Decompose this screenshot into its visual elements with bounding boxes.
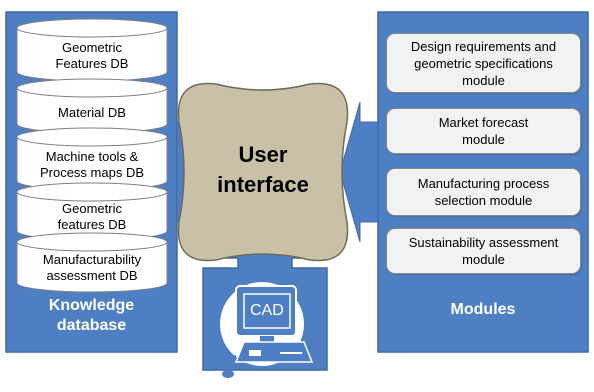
- db-cylinder: [16, 232, 168, 293]
- db-label-material: Material DB: [58, 105, 126, 120]
- db-cylinder: [16, 127, 168, 191]
- db-cylinder: [16, 182, 168, 241]
- computer-cad-icon: [220, 282, 314, 378]
- db-cylinder: [16, 78, 168, 134]
- user-interface-shape: [177, 82, 349, 262]
- db-label-machine-tools: Machine tools &Process maps DB: [39, 149, 145, 180]
- db-cylinder: [16, 18, 168, 82]
- modules-title: Modules: [450, 301, 516, 318]
- right-arrow: [339, 101, 379, 243]
- cad-label: CAD: [250, 302, 284, 319]
